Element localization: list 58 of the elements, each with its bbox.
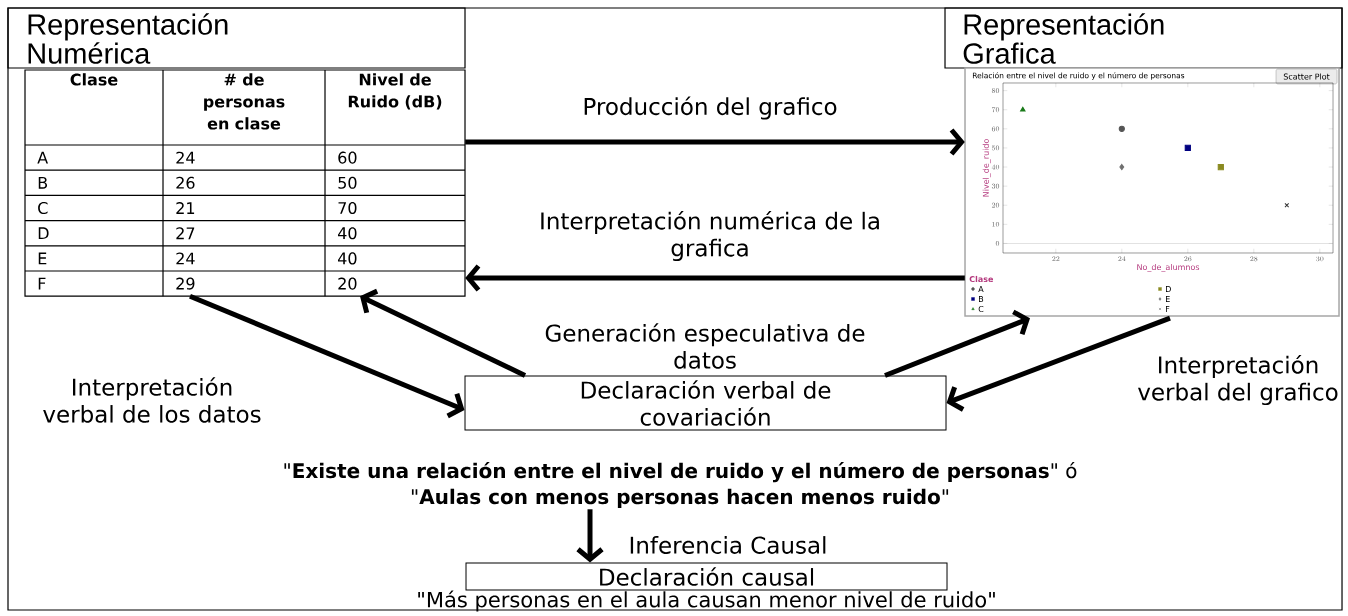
table-cell: 40 [338,227,357,240]
edge-label: Inferencia Causal [630,536,826,554]
point [1217,163,1224,171]
table-cell: 70 [338,201,357,215]
table-cell: E [38,252,47,265]
table-cell: 20 [338,277,357,290]
legend-entry: F [1158,306,1170,312]
y-axis-title: Nivel_de_ruido [982,139,991,197]
legend-label: C [978,305,984,313]
table-cell: F [38,277,46,290]
table-cell: 26 [176,176,195,189]
point [1118,125,1125,132]
statement-box: Declaración verbal de covariación [464,375,947,431]
arrow [465,128,965,156]
legend-label: D [1166,286,1171,292]
legend-label: A [978,286,984,292]
legend-entry: E [1158,296,1170,302]
table-cell: 24 [176,252,195,265]
table-cell: 24 [176,151,195,164]
table-cell: 29 [176,277,195,290]
table-cell: 50 [338,176,357,189]
arrow [360,288,527,378]
legend-entry: C [971,305,984,312]
arrow [884,309,1030,378]
arrow [946,315,1171,412]
point [1184,144,1191,152]
legend-title: Clase [969,275,993,283]
arrow [576,509,604,563]
edge-label: Interpretación numérica de la grafica [541,210,879,262]
arrow [465,264,965,292]
point [1284,202,1290,208]
statement-caption: "Más personas en el aula causan menor nivel de ruido" [418,590,995,612]
table-cell: B [38,176,48,189]
table-cell: 27 [176,227,195,240]
table-cell: D [38,227,49,240]
legend-label: E [1166,296,1170,302]
legend-entry: A [971,286,984,292]
edge-label: Interpretación verbal de los datos [43,377,261,423]
statement-text: "Existe una relación entre el nivel de ruido y el número de personas" ó "Aulas con menos personas hacen menos ruido" [284,461,1077,509]
table-cell: 21 [176,202,195,214]
point [1020,106,1026,112]
statement-box: Declaración causal [465,562,948,591]
legend-label: B [979,296,984,302]
table-cell: A [37,151,48,164]
dropdown: Scatter Plot [1275,68,1338,85]
point [1119,163,1125,171]
legend-label: F [1166,306,1170,312]
table-cell: 40 [338,252,357,265]
panel-heading: Representación Numérica [7,7,466,69]
arrow [189,293,465,419]
edge-label: Producción del grafico [584,96,837,120]
table-cell: C [38,201,48,215]
legend-entry: D [1158,286,1171,292]
x-axis-title: No_de_alumnos [1137,263,1200,272]
edge-label: Interpretación verbal del grafico [1138,354,1338,406]
arrow-label: Generación especulativa de datos [545,323,865,369]
legend-entry: B [971,296,984,302]
table-cell: 60 [338,151,357,164]
